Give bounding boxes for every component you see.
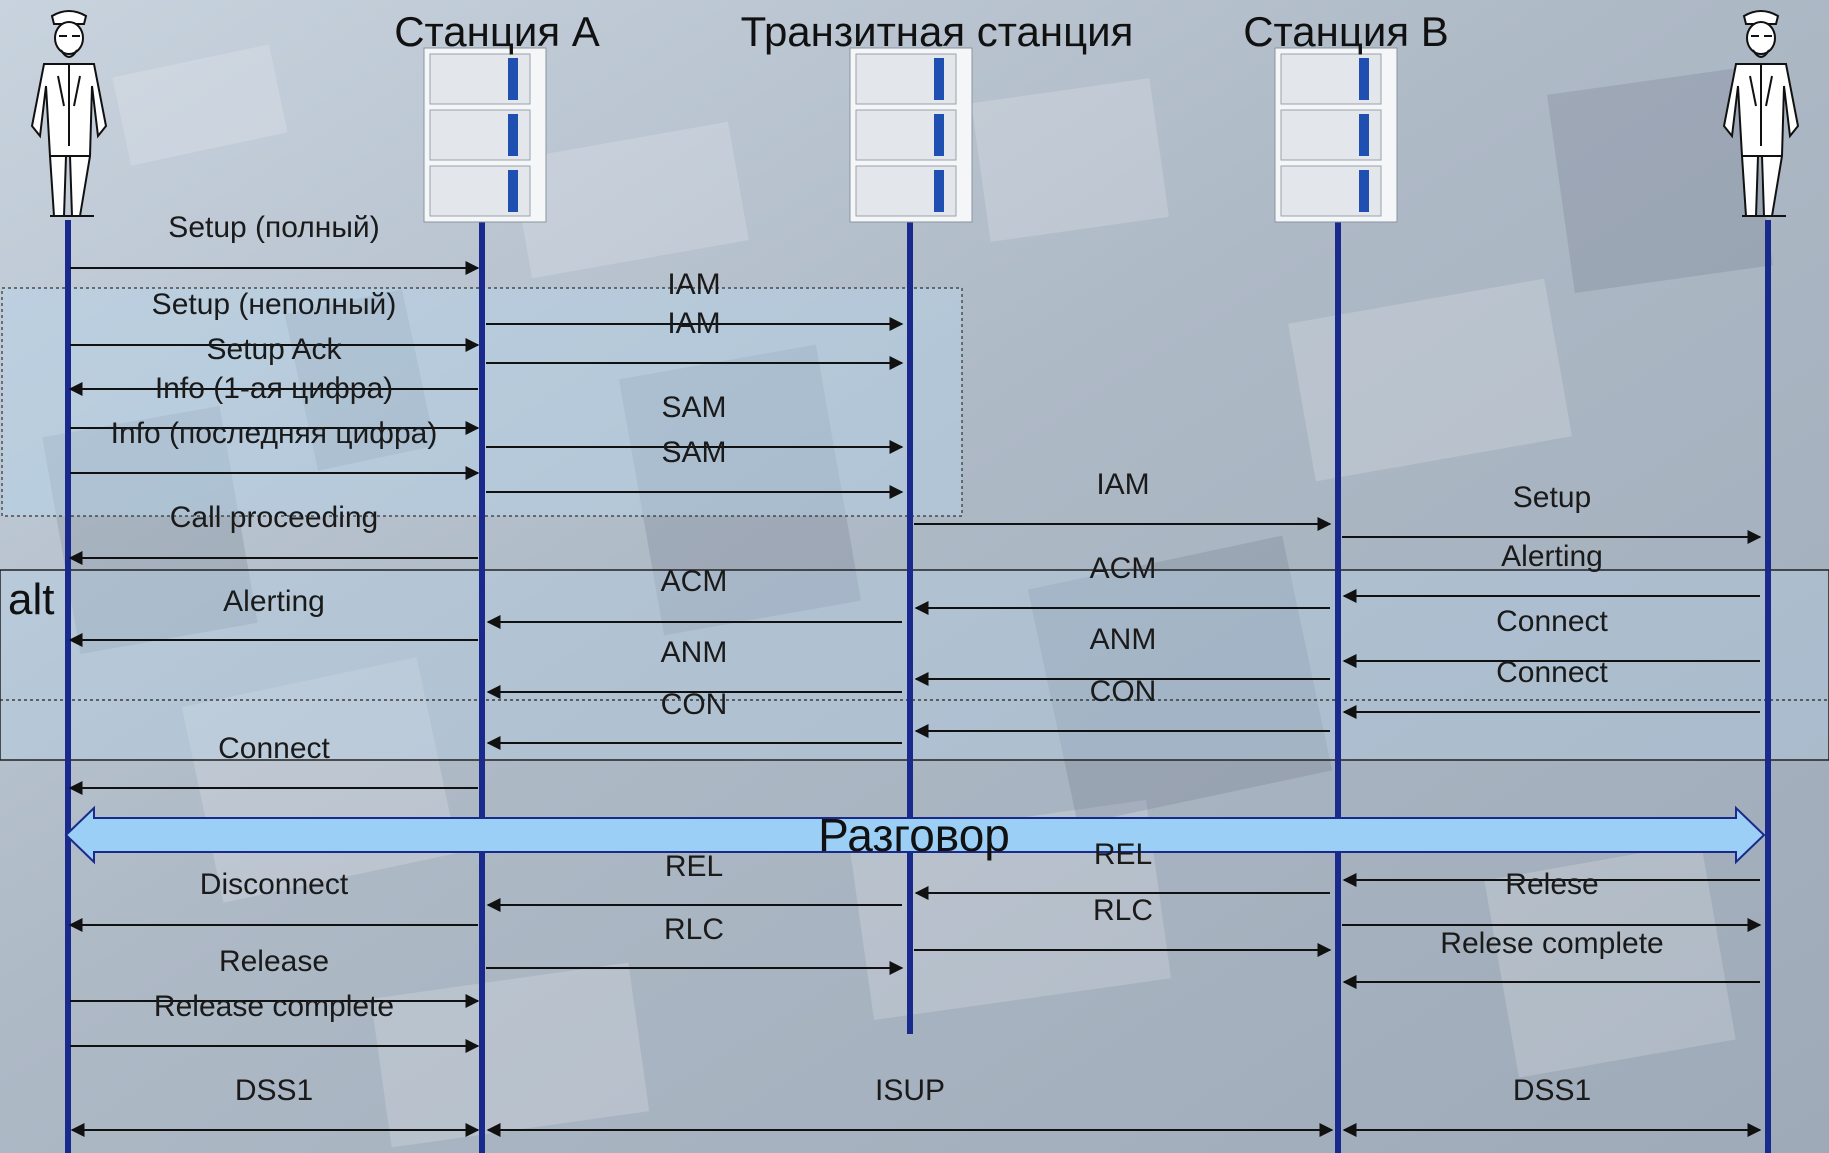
header-station-b: Станция B (1243, 8, 1449, 55)
msg-acm-a: ACM (660, 565, 728, 598)
alt-fragment (0, 569, 1829, 761)
msg-relese-complete: Relese complete (1440, 927, 1664, 960)
msg-sam-1: SAM (661, 391, 727, 424)
protocol-dss1-left: DSS1 (234, 1074, 314, 1107)
msg-setup-ack: Setup Ack (206, 333, 342, 366)
msg-relese: Relese (1505, 868, 1599, 901)
protocol-dss1-right: DSS1 (1512, 1074, 1592, 1107)
msg-rel-a: REL (664, 850, 724, 883)
protocol-isup: ISUP (874, 1074, 946, 1107)
callee-person-icon (1722, 10, 1800, 217)
msg-release: Release (218, 945, 330, 978)
msg-connect-b2: Connect (1496, 656, 1608, 689)
msg-rlc-b: RLC (1092, 894, 1154, 927)
msg-alerting-b: Alerting (1501, 540, 1603, 573)
message-arrows (68, 261, 1762, 1137)
msg-info-last: Info (последняя цифра) (110, 417, 438, 450)
msg-info-first: Info (1-ая цифра) (154, 372, 394, 405)
msg-anm-a: ANM (660, 636, 728, 669)
transit-switch-icon (849, 47, 973, 223)
msg-con-b: CON (1089, 675, 1157, 708)
station-a-switch-icon (423, 47, 547, 223)
alt-label: alt (8, 575, 55, 624)
msg-iam-1: IAM (667, 268, 721, 301)
msg-connect-b1: Connect (1496, 605, 1608, 638)
lifelines (65, 220, 1771, 1153)
msg-setup-b: Setup (1512, 481, 1592, 514)
caller-person-icon (30, 10, 108, 217)
msg-alerting-a: Alerting (223, 585, 325, 618)
msg-disconnect: Disconnect (199, 868, 349, 901)
msg-acm-b: ACM (1089, 552, 1157, 585)
msg-iam-2: IAM (667, 307, 721, 340)
msg-rel-b: REL (1093, 838, 1153, 871)
msg-rlc-a: RLC (663, 913, 725, 946)
conversation-label: Разговор (818, 809, 1010, 861)
conversation-arrow (64, 805, 1766, 865)
msg-connect-a: Connect (218, 732, 330, 765)
msg-sam-2: SAM (661, 436, 727, 469)
msg-release-complete: Release complete (153, 990, 395, 1023)
msg-anm-b: ANM (1089, 623, 1157, 656)
msg-con-a: CON (660, 688, 728, 721)
msg-iam-b: IAM (1096, 468, 1150, 501)
msg-setup-full: Setup (полный) (168, 211, 380, 244)
header-transit: Транзитная станция (740, 8, 1134, 55)
msg-setup-partial: Setup (неполный) (151, 288, 397, 321)
header-station-a: Станция A (394, 8, 600, 55)
msg-call-proceeding: Call proceeding (169, 501, 379, 534)
station-b-switch-icon (1274, 47, 1398, 223)
